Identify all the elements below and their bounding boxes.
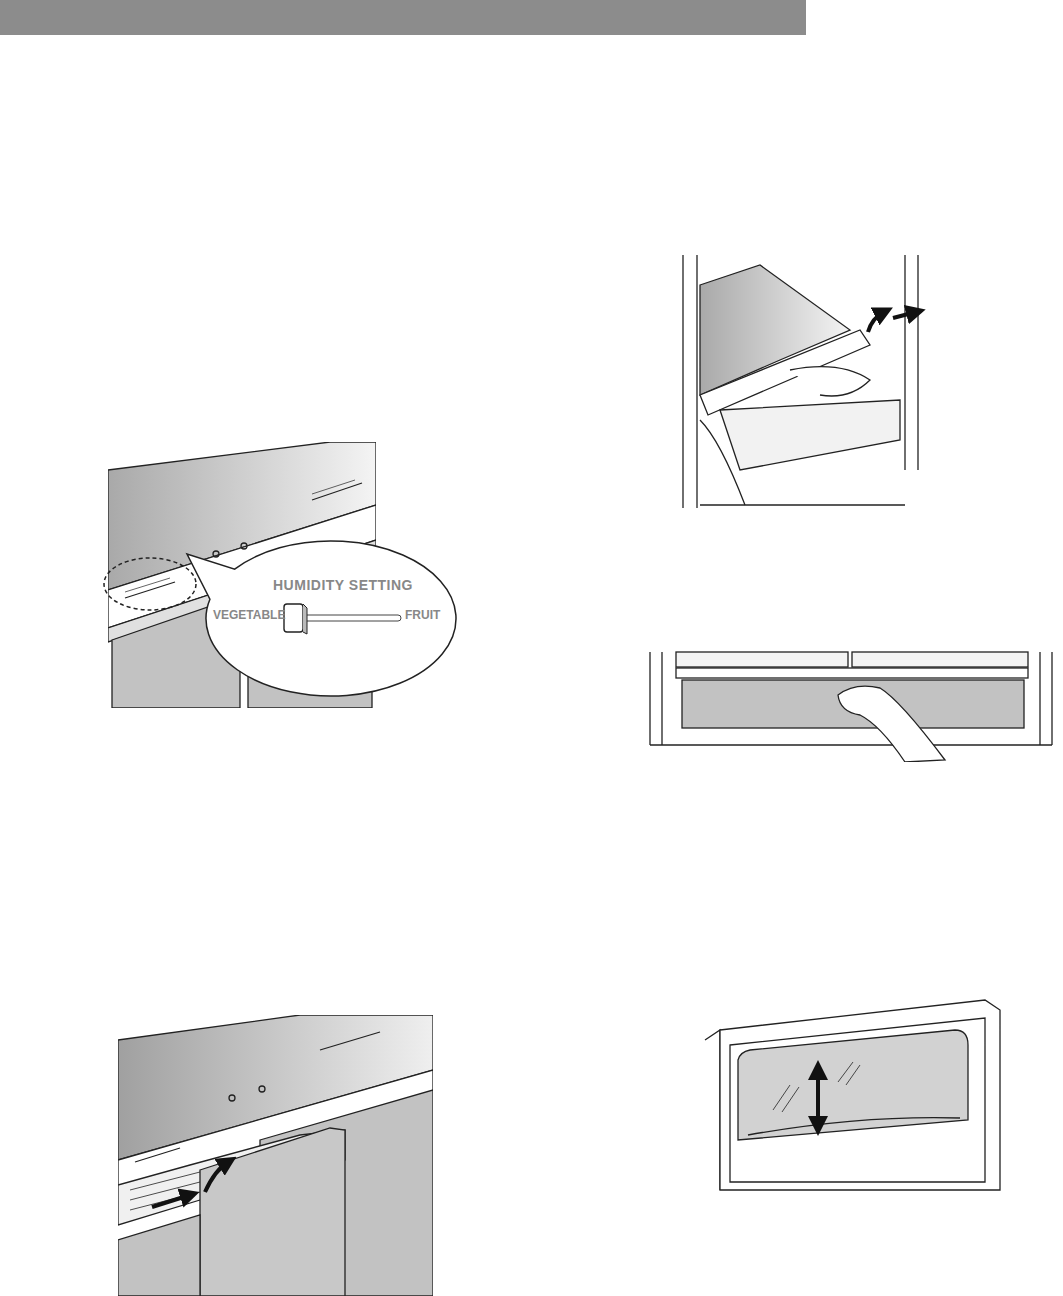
drawer-drawing	[650, 652, 1052, 762]
pull-arrow	[152, 1195, 190, 1207]
setting-end-label: VEGETABLE	[213, 609, 285, 622]
cover-removal-drawing	[683, 255, 918, 508]
highlight-ring	[104, 558, 196, 610]
door-bin-drawing	[705, 1000, 1000, 1190]
setting-end-label: FRUIT	[405, 609, 440, 622]
crisper-open-drawing	[118, 1015, 433, 1296]
pull-arrow	[893, 312, 916, 318]
slider-knob-side	[303, 604, 307, 634]
lift-arrow	[205, 1162, 228, 1192]
move-arrow	[816, 1070, 820, 1126]
header-bar	[0, 0, 806, 35]
slider-track	[303, 615, 401, 621]
lift-arrow	[868, 312, 884, 332]
setting-heading: HUMIDITY SETTING	[273, 578, 413, 593]
bubble-outline	[187, 541, 456, 696]
callout-bubble: HUMIDITY SETTING VEGETABLE FRUIT	[205, 540, 457, 697]
slider-knob	[284, 604, 303, 632]
